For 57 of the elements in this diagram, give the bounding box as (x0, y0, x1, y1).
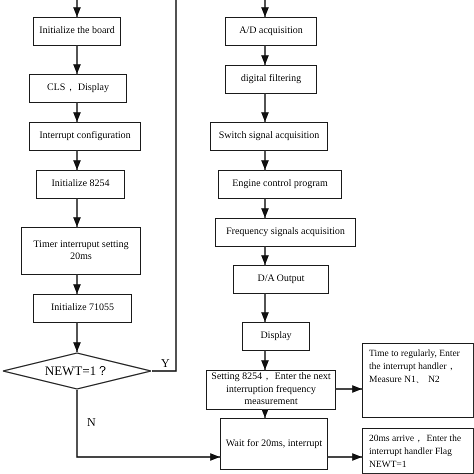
connector-line (152, 0, 177, 372)
step-text: Engine control program (232, 178, 328, 191)
step-text: Display (260, 330, 292, 343)
arrow (73, 0, 81, 17)
step-text: Switch signal acquisition (218, 130, 320, 143)
arrow (73, 323, 81, 352)
edge-label: Y (160, 356, 171, 370)
process-box (29, 122, 141, 151)
process-box (33, 294, 132, 323)
arrow (76, 390, 220, 461)
arrow (261, 46, 269, 65)
process-box (225, 17, 317, 46)
arrow (328, 453, 362, 461)
step-text: D/A Output (258, 273, 304, 286)
step-text: Setting 8254， Enter the next interruption frequency measurement (210, 371, 332, 409)
step-text: Initialize the board (39, 25, 115, 38)
arrow (73, 151, 81, 170)
arrow (261, 199, 269, 218)
step-text: Initialize 8254 (51, 178, 110, 191)
step-text: Frequency signals acquisition (226, 226, 345, 239)
step-text: Timer interruput setting 20ms (32, 238, 130, 264)
step-text: NEWT=1？ (44, 362, 110, 380)
arrow (261, 151, 269, 170)
process-box (233, 265, 329, 294)
arrow (261, 247, 269, 265)
step-text: A/D acquisition (239, 25, 303, 38)
arrow (261, 351, 269, 370)
arrow (73, 103, 81, 122)
arrow (336, 385, 362, 393)
step-text: digital filtering (240, 73, 302, 86)
process-box (362, 428, 474, 474)
arrow (261, 408, 269, 418)
process-box (225, 65, 317, 94)
edge-label: N (86, 415, 97, 429)
step-text: Time to regularly, Enter the interrupt handler， Measure N1、 N2 (369, 348, 461, 386)
process-box (36, 170, 125, 199)
process-box (210, 122, 328, 151)
arrow (261, 294, 269, 322)
arrow (261, 0, 269, 17)
arrow (261, 94, 269, 122)
process-box (220, 418, 328, 470)
process-box (29, 74, 127, 103)
step-text: CLS， Display (47, 82, 109, 95)
step-text: 20ms arrive， Enter the interrupt handler Flag NEWT=1 (369, 433, 462, 472)
process-box (242, 322, 310, 351)
process-box (21, 227, 141, 275)
arrow (73, 199, 81, 227)
process-box (218, 170, 342, 199)
process-box (33, 17, 121, 46)
step-text: Interrupt configuration (39, 130, 131, 143)
arrow (73, 275, 81, 294)
step-text: Initialize 71055 (50, 302, 114, 315)
process-box (362, 343, 474, 418)
step-text: Wait for 20ms, interrupt (226, 438, 322, 450)
arrow (73, 46, 81, 74)
decision-diamond (2, 352, 152, 390)
process-box (215, 218, 356, 247)
